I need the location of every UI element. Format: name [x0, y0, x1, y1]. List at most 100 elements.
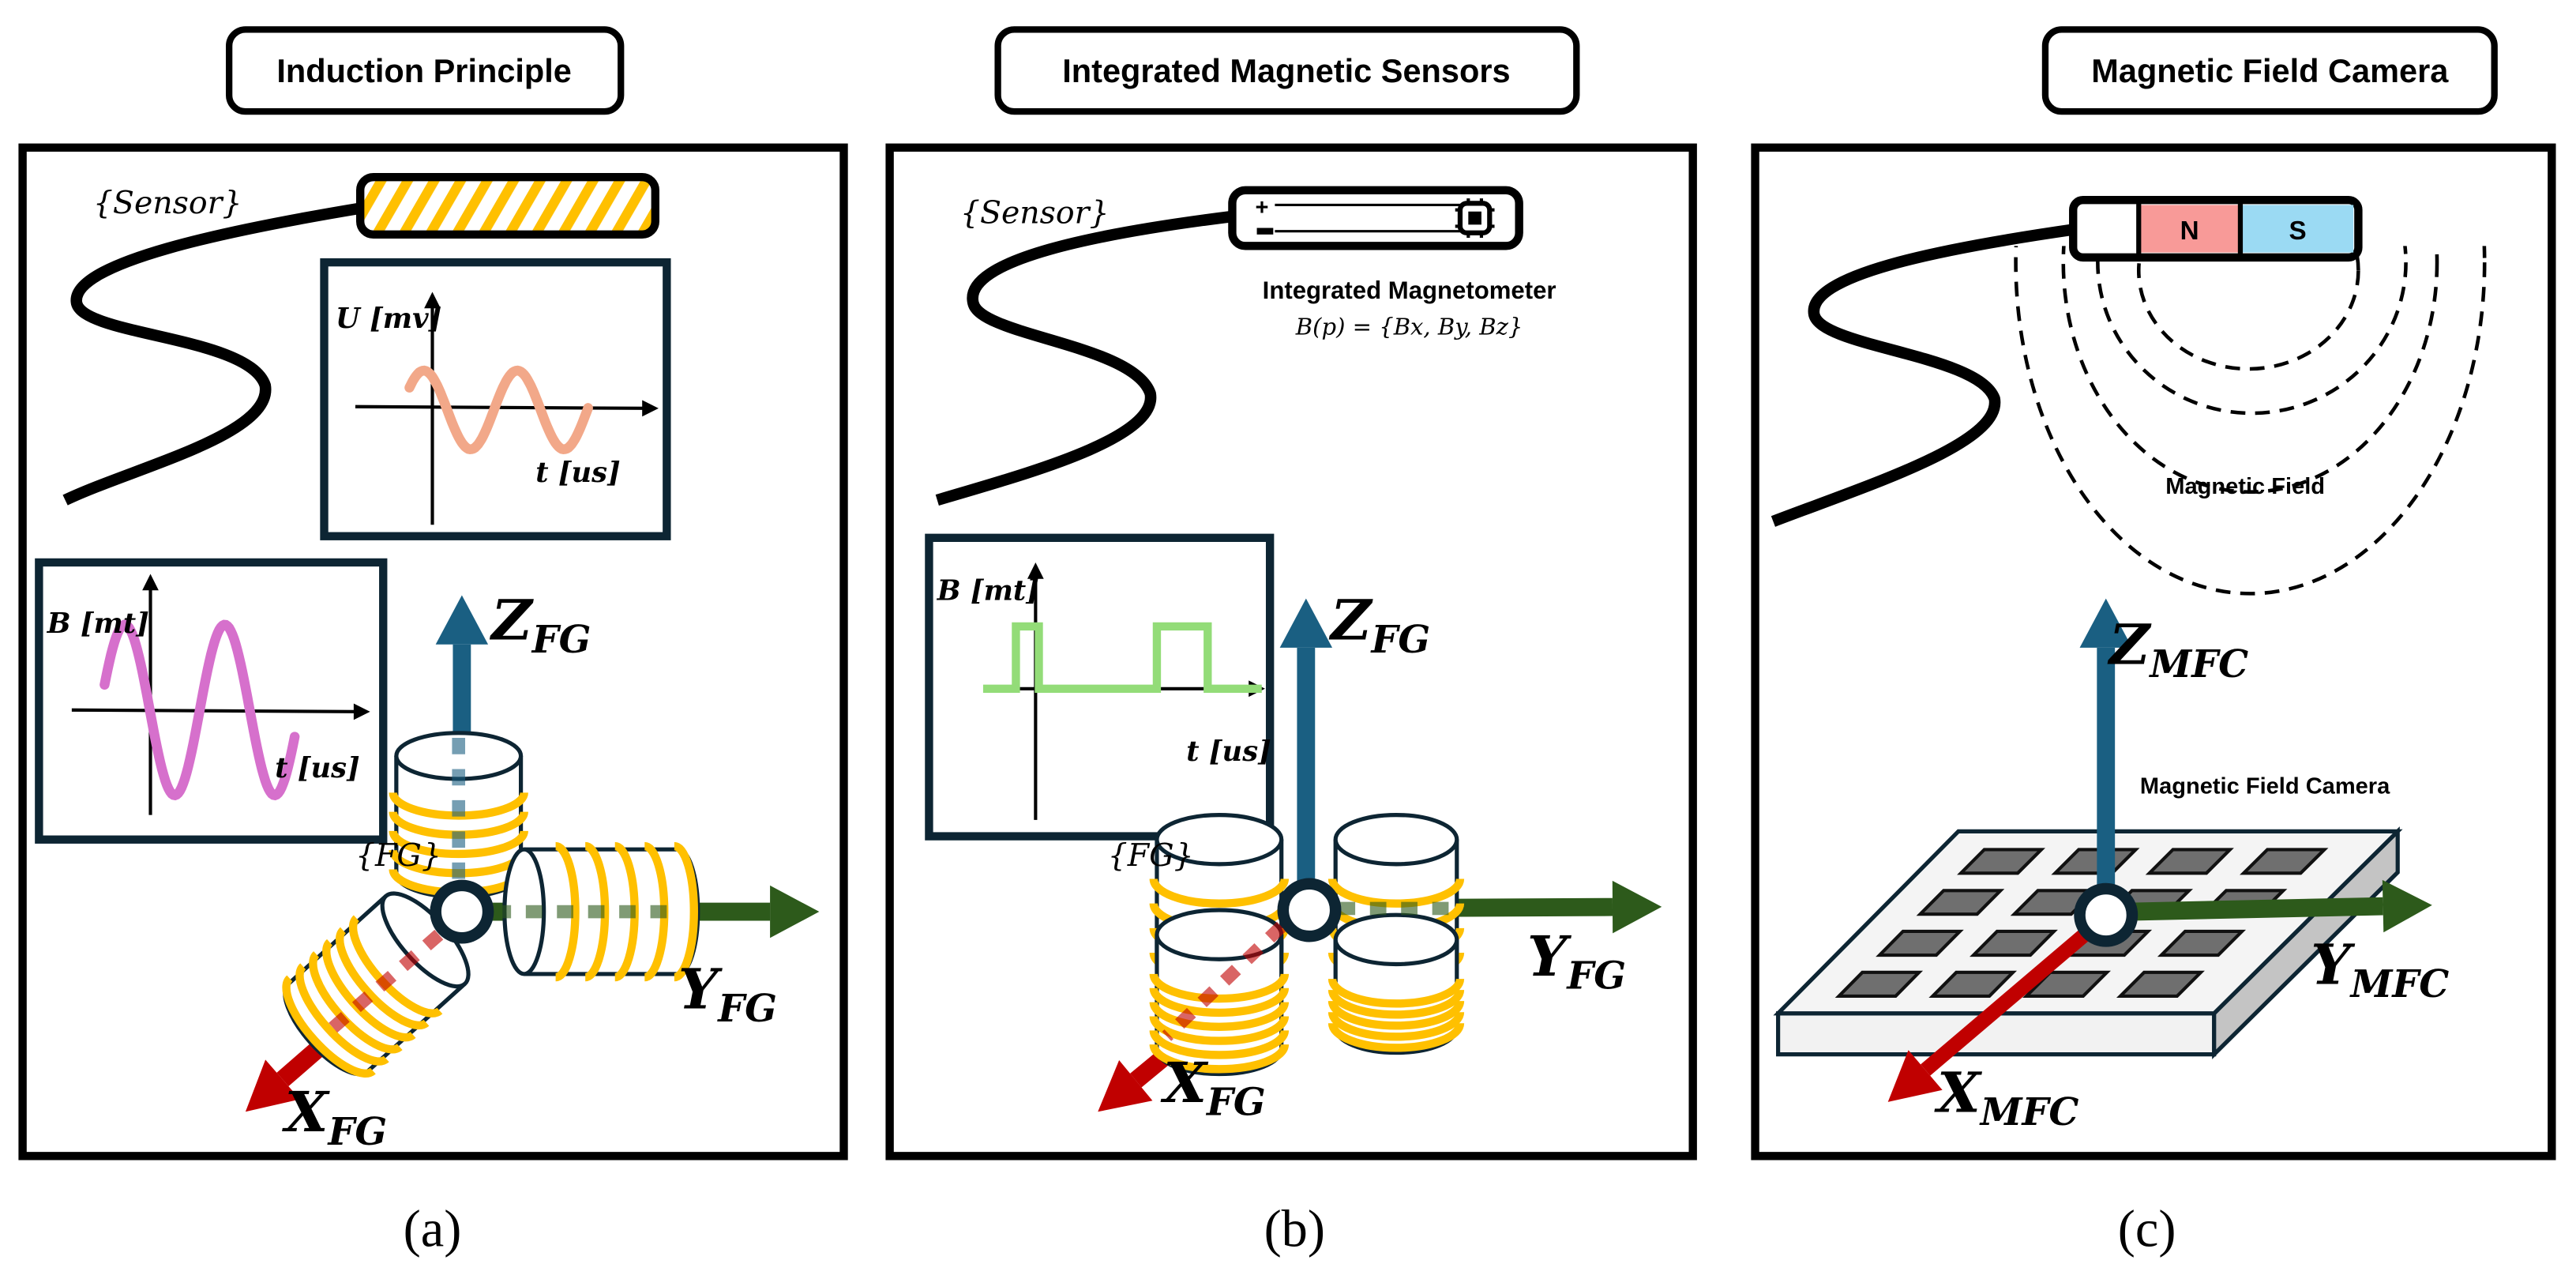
sensor-pad	[2051, 848, 2140, 875]
plot-ylabel: U [mv]	[336, 303, 441, 335]
caption-b: (b)	[1264, 1200, 1325, 1258]
sensor-cable	[62, 202, 362, 506]
x-axis-label: XFG	[1160, 1050, 1265, 1125]
title-c-text: Magnetic Field Camera	[2091, 52, 2449, 89]
y-axis-arrow-head	[2382, 879, 2432, 933]
induction-sensor-rod	[355, 172, 659, 239]
z-axis-label: ZFG	[1328, 587, 1430, 662]
arrow-head	[142, 574, 159, 591]
coil-winding	[1327, 1022, 1465, 1052]
south-pole	[2242, 205, 2354, 253]
x-axis-arrow-head	[1098, 1060, 1153, 1112]
camera-label: Magnetic Field Camera	[2140, 774, 2390, 799]
coil-end	[1155, 908, 1284, 961]
z-axis-arrow-head	[1279, 598, 1333, 648]
coil-winding	[584, 841, 610, 982]
arrow-head	[424, 292, 441, 309]
sensor-pad	[2116, 970, 2205, 999]
z-axis-arrow-head	[435, 595, 489, 645]
device-formula: B(p) = {Bx, By, Bz}	[1295, 313, 1523, 340]
origin-marker	[430, 879, 494, 944]
coil-end	[1155, 812, 1284, 867]
title-b-text: Integrated Magnetic Sensors	[1062, 52, 1510, 89]
field-line	[2014, 246, 2487, 596]
z-axis-label: ZFG	[489, 587, 591, 662]
sensor-cable	[935, 210, 1234, 506]
plot-ylabel: B [mt]	[47, 608, 149, 640]
panel-c: N S Magnetic Field Magnetic Field Camera…	[1771, 196, 2487, 1134]
y-coil-lower	[1327, 912, 1465, 1055]
battery-minus-icon	[1256, 228, 1274, 235]
title-c: Magnetic Field Camera	[2041, 26, 2498, 115]
z-axis-label: ZMFC	[2107, 612, 2248, 687]
sensor-pad	[1876, 929, 1964, 957]
sensor-pad	[1834, 970, 1924, 999]
coil-winding	[1327, 989, 1465, 1019]
panel-b: + {Sensor} Integrated Magnetometer B(p) …	[925, 186, 1662, 1125]
sensor-pad	[1970, 929, 2058, 957]
device-label: Integrated Magnetometer	[1263, 276, 1556, 304]
panel-a: {Sensor} U [mv] t [us] B [mt] t [us] {FG…	[35, 172, 820, 1154]
caption-c: (c)	[2118, 1200, 2176, 1258]
title-a-text: Induction Principle	[276, 52, 572, 89]
origin-marker	[2074, 882, 2139, 947]
coil-winding	[335, 927, 430, 1030]
field-line	[2061, 246, 2439, 494]
x-axis	[71, 708, 355, 713]
x-axis-label: XMFC	[1934, 1059, 2078, 1134]
y-axis-label: YFG	[678, 957, 777, 1032]
field-plot: B [mt] t [us]	[35, 558, 388, 844]
field-label: Magnetic Field	[2165, 474, 2325, 499]
caption-a: (a)	[404, 1200, 462, 1258]
sensor-label: {Sensor}	[960, 194, 1110, 231]
y-axis-arrow-head	[770, 885, 820, 939]
battery-plus-icon: +	[1255, 195, 1268, 220]
coil-end	[1333, 812, 1459, 867]
coil-winding	[282, 975, 376, 1078]
arrow-head	[1027, 562, 1044, 579]
chip-icon	[1455, 198, 1495, 238]
field-line	[2096, 246, 2408, 416]
coil-winding	[1327, 878, 1465, 908]
frame-label: {FG}	[355, 837, 441, 874]
north-pole	[2140, 205, 2239, 253]
x-axis-core	[326, 929, 444, 1035]
coil-winding	[1149, 1015, 1290, 1045]
sensor-pad	[1928, 970, 2018, 999]
y-axis-arrow-shaft	[2130, 897, 2383, 921]
field-line	[2137, 246, 2360, 371]
coil-winding	[295, 963, 389, 1066]
x-axis-core	[1162, 921, 1286, 1041]
coil-winding	[1149, 878, 1290, 908]
coil-winding	[1149, 973, 1290, 1003]
x-axis	[355, 404, 646, 410]
sensor-pad	[1957, 848, 2045, 875]
x-axis-label: XFG	[282, 1079, 387, 1154]
y-axis-label: YFG	[1527, 924, 1626, 999]
coil-winding	[1149, 1029, 1290, 1059]
x-axis-arrow-shaft	[1921, 928, 2090, 1076]
x-coil-lower	[1149, 908, 1290, 1077]
south-label: S	[2289, 216, 2307, 246]
sensor-pad	[2157, 929, 2247, 957]
y-axis-label: YMFC	[2311, 931, 2449, 1006]
magnetic-field-lines	[2014, 246, 2487, 596]
coil-end	[1333, 912, 1459, 967]
coil-winding	[1327, 1000, 1465, 1030]
north-label: N	[2180, 216, 2199, 246]
arrow-head	[353, 703, 370, 720]
square-signal	[982, 622, 1262, 693]
coil-winding	[554, 841, 580, 982]
sensor-pad	[1916, 889, 2005, 916]
title-b: Integrated Magnetic Sensors	[994, 26, 1580, 115]
coil-winding	[1327, 1011, 1465, 1041]
sensor-pad	[2240, 848, 2329, 875]
plot-xlabel: t [us]	[1186, 735, 1271, 768]
x-axis-arrow-head	[245, 1059, 300, 1112]
y-coil	[502, 841, 700, 982]
coil-winding	[1149, 987, 1290, 1018]
plot-xlabel: t [us]	[275, 752, 359, 784]
z-axis-arrow-head	[2079, 598, 2132, 648]
field-signal	[100, 619, 300, 801]
